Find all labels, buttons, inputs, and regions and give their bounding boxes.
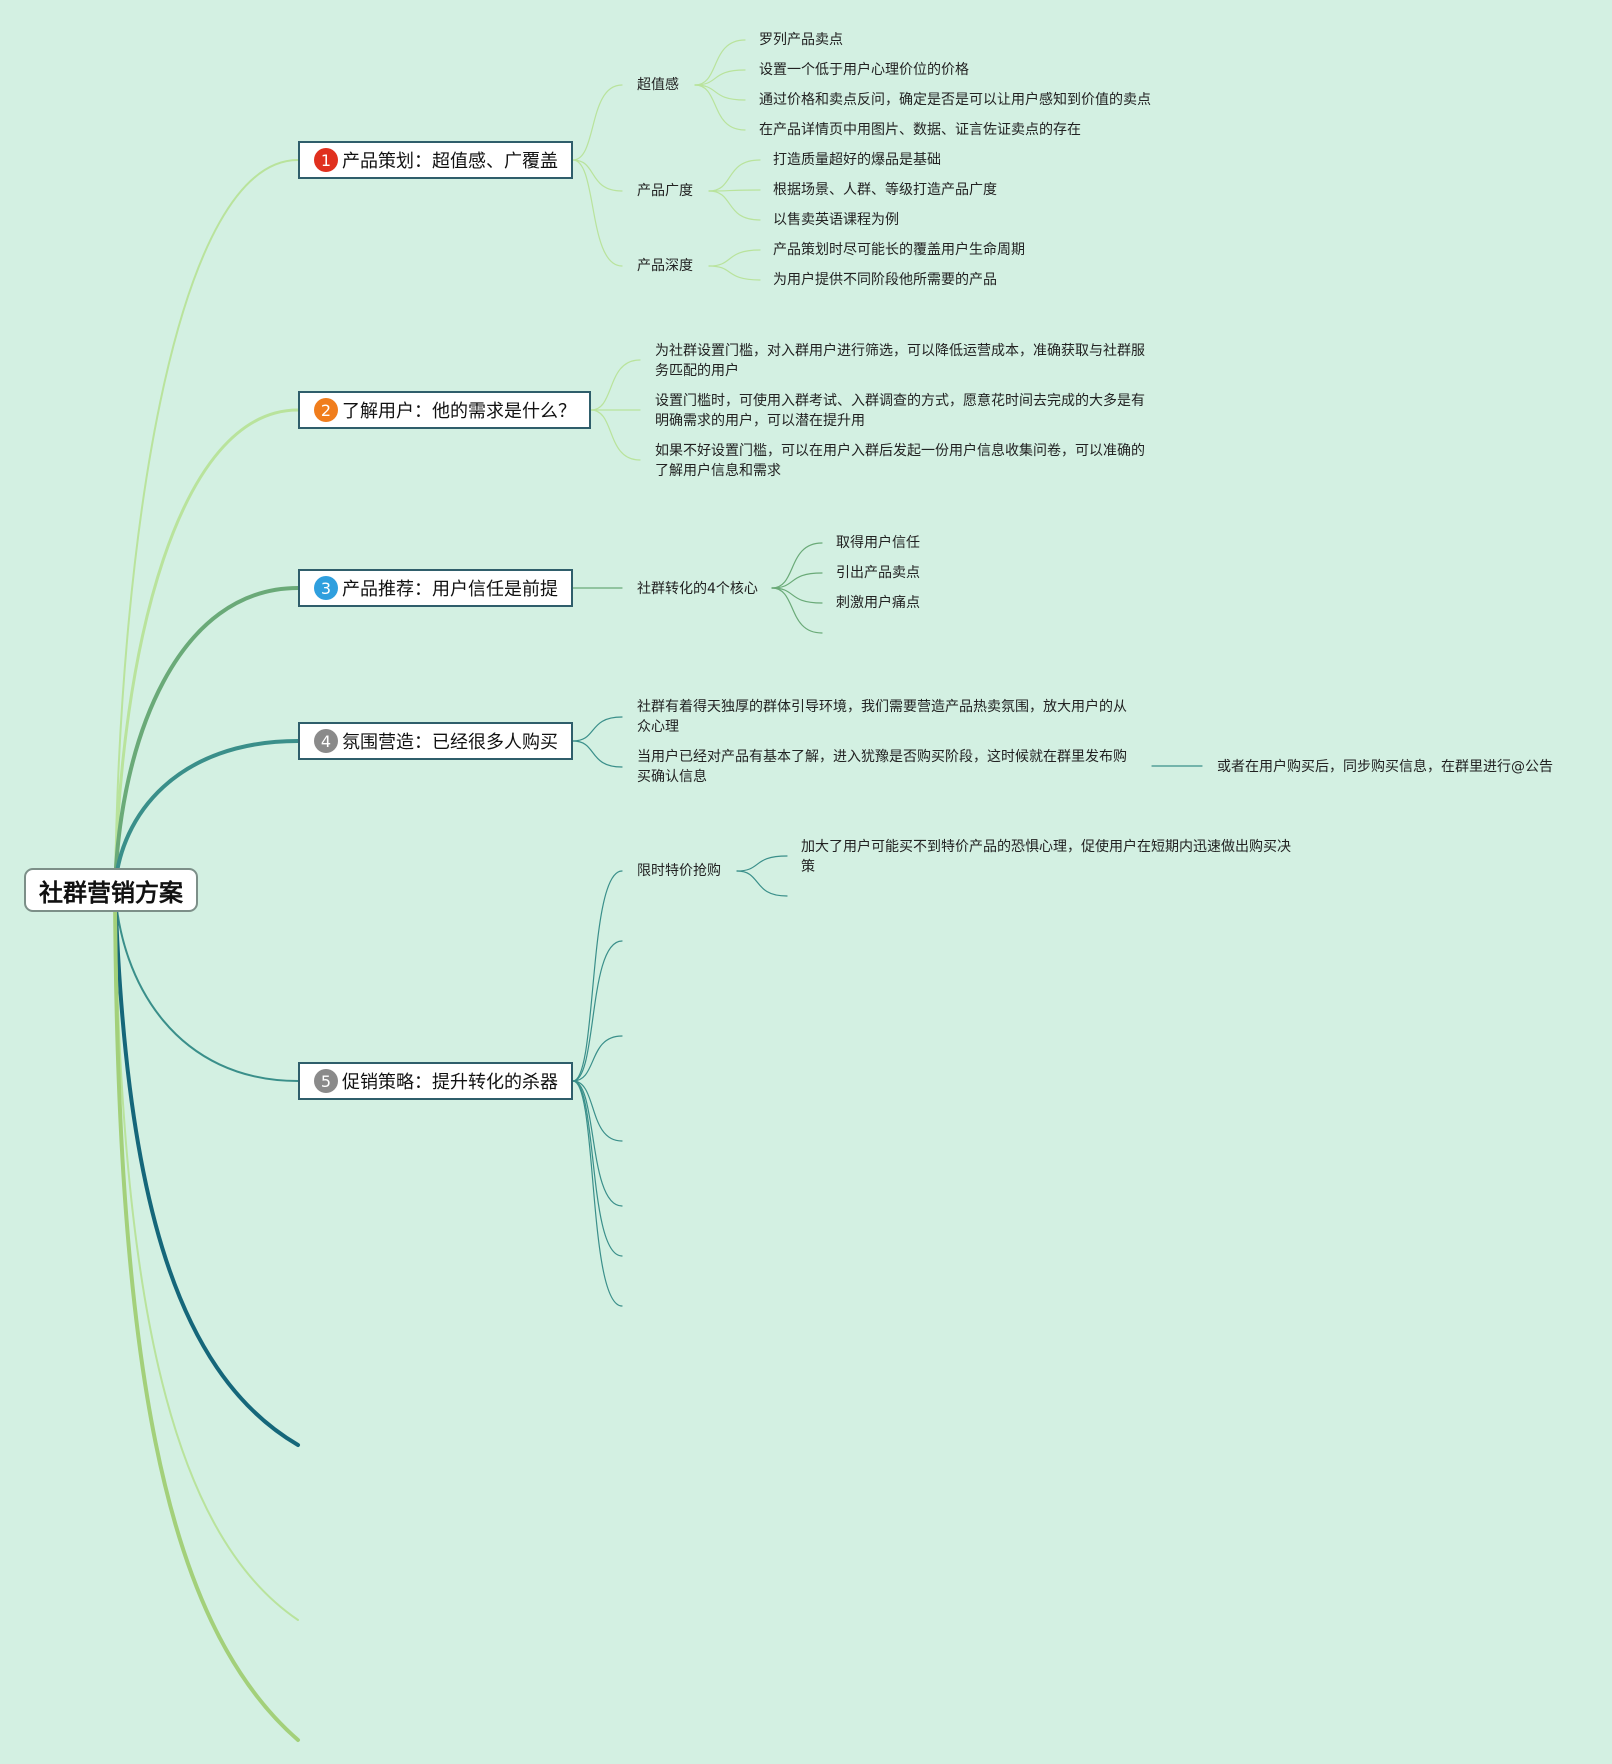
leaf-item[interactable]: 设置门槛时，可使用入群考试、入群调查的方式，愿意花时间去完成的大多是有明确需求的… <box>655 393 1145 429</box>
leaf-item[interactable]: 取得用户信任 <box>836 535 920 551</box>
main-branch-line <box>114 887 299 1082</box>
connector-line <box>694 69 746 86</box>
connector-line <box>590 409 641 461</box>
topic-2-node[interactable]: 2 了解用户：他的需求是什么？ <box>298 391 591 429</box>
leaf-item[interactable]: 打造质量超好的爆品是基础 <box>773 152 941 168</box>
topic-2-label: 了解用户：他的需求是什么？ <box>342 401 576 422</box>
connector-line <box>572 740 623 768</box>
connector-line <box>572 84 623 161</box>
connector-line <box>572 870 623 1082</box>
leaf-item[interactable]: 罗列产品卖点 <box>759 32 843 48</box>
connector-line <box>694 39 746 86</box>
topic-5-node[interactable]: 5 促销策略：提升转化的杀器 <box>298 1062 573 1100</box>
connector-line <box>572 1035 623 1082</box>
subtopic-label[interactable]: 超值感 <box>637 77 679 93</box>
root-node[interactable]: 社群营销方案 <box>24 868 198 912</box>
connector-line <box>708 249 761 267</box>
leaf-item[interactable]: 为社群设置门槛，对入群用户进行筛选，可以降低运营成本，准确获取与社群服务匹配的用… <box>655 343 1145 379</box>
leaf-item[interactable]: 以售卖英语课程为例 <box>773 212 899 228</box>
connector-line <box>708 190 761 221</box>
main-branch-line <box>113 886 300 1447</box>
topic-4-label: 氛围营造：已经很多人购买 <box>342 732 558 753</box>
connector-line <box>572 1080 623 1307</box>
main-branch-line <box>113 586 300 890</box>
leaf-item[interactable]: 引出产品卖点 <box>836 565 920 581</box>
connector-line <box>708 159 761 192</box>
connector-line <box>590 359 641 411</box>
main-branch-line <box>113 886 300 1742</box>
connector-line <box>572 159 623 192</box>
leaf-item[interactable]: 或者在用户购买后，同步购买信息，在群里进行@公告 <box>1217 759 1553 775</box>
topic-4-node[interactable]: 4 氛围营造：已经很多人购买 <box>298 722 573 760</box>
connector-line <box>694 84 746 131</box>
leaf-item[interactable]: 在产品详情页中用图片、数据、证言佐证卖点的存在 <box>759 122 1081 138</box>
connector-line <box>708 265 761 281</box>
number-2-badge-icon: 2 <box>314 398 338 422</box>
main-branch-line <box>114 887 299 1621</box>
leaf-item[interactable]: 刺激用户痛点 <box>836 595 920 611</box>
topic-3-node[interactable]: 3 产品推荐：用户信任是前提 <box>298 569 573 607</box>
main-branch-line <box>114 159 299 889</box>
connector-line <box>771 587 823 634</box>
connector-line <box>771 542 823 589</box>
number-5-badge-icon: 5 <box>314 1069 338 1093</box>
leaf-item[interactable]: 为用户提供不同阶段他所需要的产品 <box>773 272 997 288</box>
topic-1-node[interactable]: 1 产品策划：超值感、广覆盖 <box>298 141 573 179</box>
topic-3-label: 产品推荐：用户信任是前提 <box>342 579 558 600</box>
connector-line <box>572 940 623 1082</box>
subtopic-label[interactable]: 限时特价抢购 <box>637 863 721 879</box>
topic-1-label: 产品策划：超值感、广覆盖 <box>342 151 558 172</box>
connector-line <box>736 855 788 872</box>
number-4-badge-icon: 4 <box>314 729 338 753</box>
connector-line <box>572 716 623 742</box>
number-3-badge-icon: 3 <box>314 576 338 600</box>
leaf-item[interactable]: 通过价格和卖点反问，确定是否是可以让用户感知到价值的卖点 <box>759 92 1151 108</box>
subtopic-label[interactable]: 产品深度 <box>637 258 693 274</box>
subtopic-label[interactable]: 产品广度 <box>637 183 693 199</box>
topic-5-label: 促销策略：提升转化的杀器 <box>342 1072 558 1093</box>
number-1-badge-icon: 1 <box>314 148 338 172</box>
leaf-item[interactable]: 设置一个低于用户心理价位的价格 <box>759 62 969 78</box>
main-branch-line <box>113 739 300 890</box>
leaf-item[interactable]: 当用户已经对产品有基本了解，进入犹豫是否购买阶段，这时候就在群里发布购买确认信息 <box>637 749 1127 785</box>
connector-line <box>572 1080 623 1207</box>
leaf-item[interactable]: 加大了用户可能买不到特价产品的恐惧心理，促使用户在短期内迅速做出购买决策 <box>801 839 1291 875</box>
leaf-item[interactable]: 社群有着得天独厚的群体引导环境，我们需要营造产品热卖氛围，放大用户的从众心理 <box>637 699 1127 735</box>
connector-line <box>572 1080 623 1257</box>
leaf-item[interactable]: 如果不好设置门槛，可以在用户入群后发起一份用户信息收集问卷，可以准确的了解用户信… <box>655 443 1145 479</box>
leaf-item[interactable]: 产品策划时尽可能长的覆盖用户生命周期 <box>773 242 1025 258</box>
leaf-item[interactable]: 根据场景、人群、等级打造产品广度 <box>773 182 997 198</box>
connector-line <box>708 189 761 192</box>
connector-line <box>771 572 823 589</box>
connector-line <box>572 159 623 267</box>
subtopic-label[interactable]: 社群转化的4个核心 <box>637 581 758 597</box>
main-branch-line <box>113 408 300 890</box>
connector-line <box>736 870 788 897</box>
connector-line <box>572 1080 623 1142</box>
